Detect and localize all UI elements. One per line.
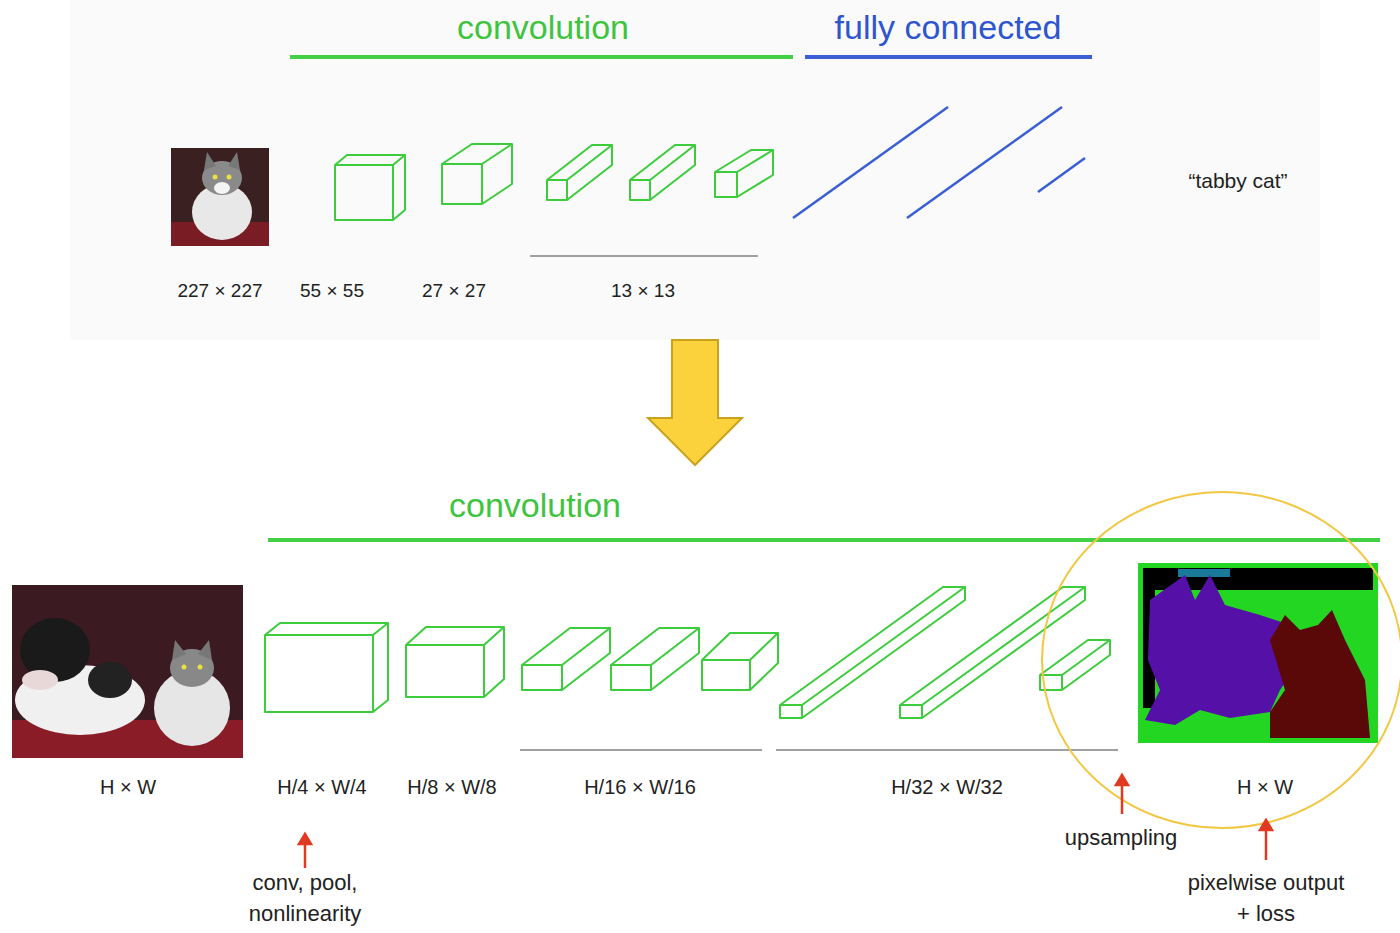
dimension-label: H/16 × W/16 <box>584 773 696 802</box>
arrowhead <box>1260 820 1272 830</box>
highlight-circle <box>1042 492 1400 828</box>
fc-layer <box>907 107 1062 218</box>
feature-cube <box>265 623 388 712</box>
dimension-label: 227 × 227 <box>177 277 262 305</box>
seg-object <box>1178 569 1230 577</box>
convolution-bar <box>268 538 1380 542</box>
dimension-label: H/4 × W/4 <box>277 773 366 802</box>
dimension-label: H × W <box>100 773 156 802</box>
leader-line <box>304 842 307 868</box>
dimension-label: 13 × 13 <box>611 277 675 305</box>
dog-patch <box>88 662 132 698</box>
dimension-label: H/32 × W/32 <box>891 773 1003 802</box>
cat-eye <box>182 665 187 670</box>
leader-line <box>1121 783 1124 814</box>
feature-cube <box>611 628 699 690</box>
cat-muzzle <box>214 182 230 194</box>
class-label: “tabby cat” <box>1188 166 1287 196</box>
fc-layers <box>793 107 1085 218</box>
feature-maps <box>335 144 773 220</box>
dimension-label: 55 × 55 <box>300 277 364 305</box>
feature-cube <box>522 628 610 690</box>
cat-ear <box>204 152 216 170</box>
feature-cube <box>702 633 778 690</box>
feature-cube <box>335 155 405 220</box>
seg-background <box>1138 563 1378 743</box>
dimension-label: H/8 × W/8 <box>407 773 496 802</box>
arrowhead <box>1116 775 1128 785</box>
feature-cube <box>630 145 695 200</box>
convolution-bar <box>290 55 793 59</box>
cat-ear <box>172 640 186 660</box>
cat-eye <box>213 175 218 180</box>
section-title: fully connected <box>835 3 1062 52</box>
dimension-label: 27 × 27 <box>422 277 486 305</box>
group-bracket <box>520 749 762 751</box>
segmentation-map <box>1138 563 1378 743</box>
arrowhead <box>299 834 311 844</box>
feature-slab <box>780 587 965 718</box>
cat-eye <box>227 175 232 180</box>
dimension-label: H × W <box>1237 773 1293 802</box>
cat-ear <box>228 152 240 170</box>
transform-arrow <box>648 340 742 465</box>
callout-note: conv, pool, nonlinearity <box>230 868 380 930</box>
cat-eye <box>198 665 203 670</box>
feature-cube <box>547 145 612 200</box>
cat-photo <box>171 148 269 246</box>
top-panel <box>70 0 1320 340</box>
feature-slab <box>900 587 1085 718</box>
seg-cat <box>1270 610 1370 738</box>
fc-layer <box>793 107 948 218</box>
dog-cat-photo <box>12 585 243 758</box>
feature-maps <box>265 587 1110 718</box>
callout-note: upsampling <box>1065 822 1178 854</box>
photo-ground <box>171 148 269 246</box>
group-bracket <box>776 749 1118 751</box>
dog-muzzle <box>22 670 58 690</box>
section-title: convolution <box>449 481 621 530</box>
feature-cube <box>1040 640 1110 690</box>
leader-line <box>1265 828 1268 860</box>
callout-note: pixelwise output + loss <box>1181 868 1351 930</box>
feature-cube <box>406 627 504 697</box>
feature-cube <box>442 144 512 204</box>
cat-ear <box>198 640 212 660</box>
group-bracket <box>530 255 758 257</box>
fc-bar <box>805 55 1092 59</box>
fc-layer <box>1038 158 1085 192</box>
photo-ground <box>12 585 243 758</box>
section-title: convolution <box>457 3 629 52</box>
feature-cube <box>715 150 773 197</box>
